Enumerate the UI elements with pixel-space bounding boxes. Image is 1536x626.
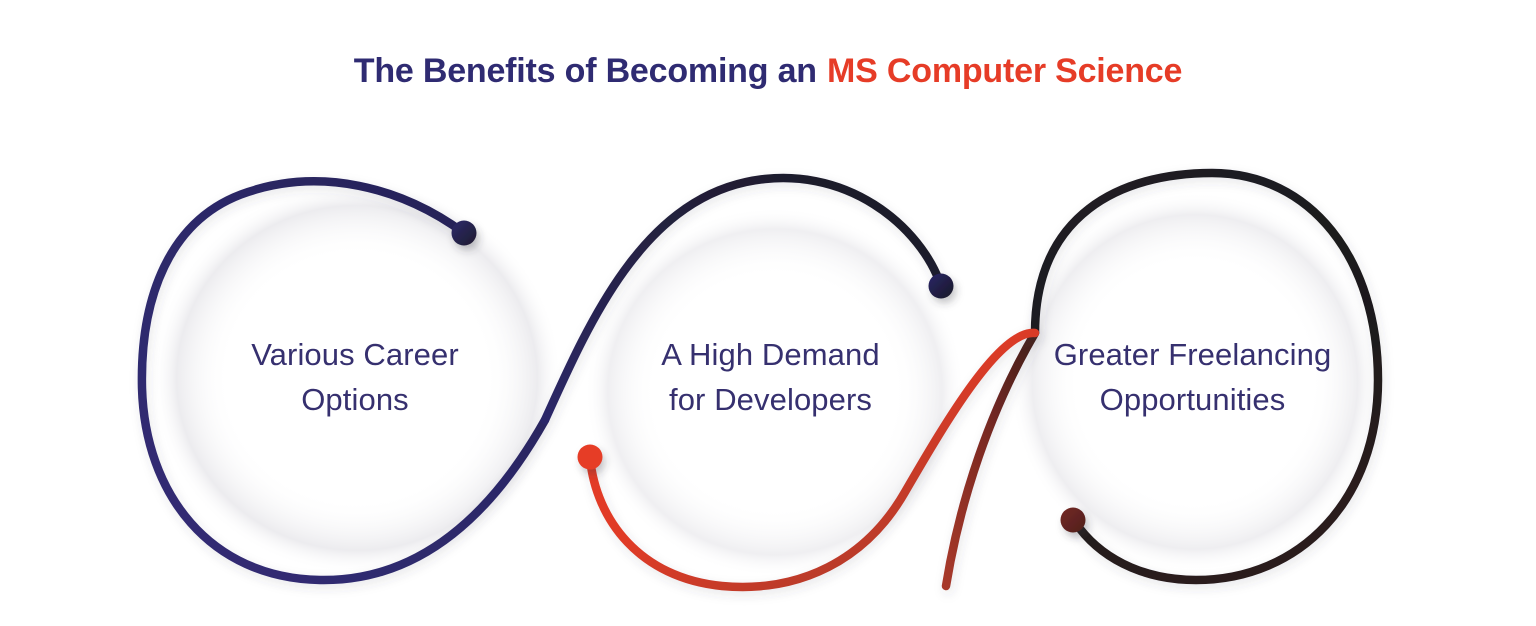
benefit-3-line-1: Greater Freelancing [1053, 337, 1332, 372]
loop-high-demand [585, 328, 1040, 592]
benefit-label-greater-freelancing-opportunities: Greater Freelancing Opportunities [985, 333, 1400, 423]
loop-various-career [137, 173, 946, 585]
title-plain-segment: The Benefits of Becoming an [353, 52, 817, 90]
page-title: The Benefits of Becoming an MS Computer S… [0, 52, 1536, 91]
benefit-2-line-1: A High Demand [661, 337, 880, 372]
endpoint-dots-group [451, 220, 1086, 533]
benefit-3-line-2: Opportunities [1099, 381, 1286, 417]
loop-1-to-2-connector-path [540, 173, 946, 425]
endpoint-dot-2 [928, 273, 954, 299]
loop-greater-freelancing [941, 168, 1383, 591]
benefit-1-line-1: Various Career [251, 337, 459, 372]
endpoint-dot-1 [451, 220, 477, 246]
endpoint-dot-3 [577, 444, 603, 470]
benefit-label-various-career-options: Various Career Options [155, 333, 555, 423]
loop-1-main-path [137, 177, 550, 585]
loop-3-outer-ring-path [1030, 168, 1383, 585]
loop-sheen-group [152, 182, 1380, 577]
benefit-1-line-2: Options [301, 381, 409, 417]
loop-2-red-s-path [585, 328, 1040, 592]
loop-3-ascending-leg-path [941, 328, 1040, 591]
benefit-2-line-2: for Developers [669, 381, 872, 417]
title-highlight-segment: MS Computer Science [827, 52, 1183, 90]
benefit-label-high-demand-for-developers: A High Demand for Developers [578, 333, 963, 423]
endpoint-dot-4 [1060, 507, 1086, 533]
